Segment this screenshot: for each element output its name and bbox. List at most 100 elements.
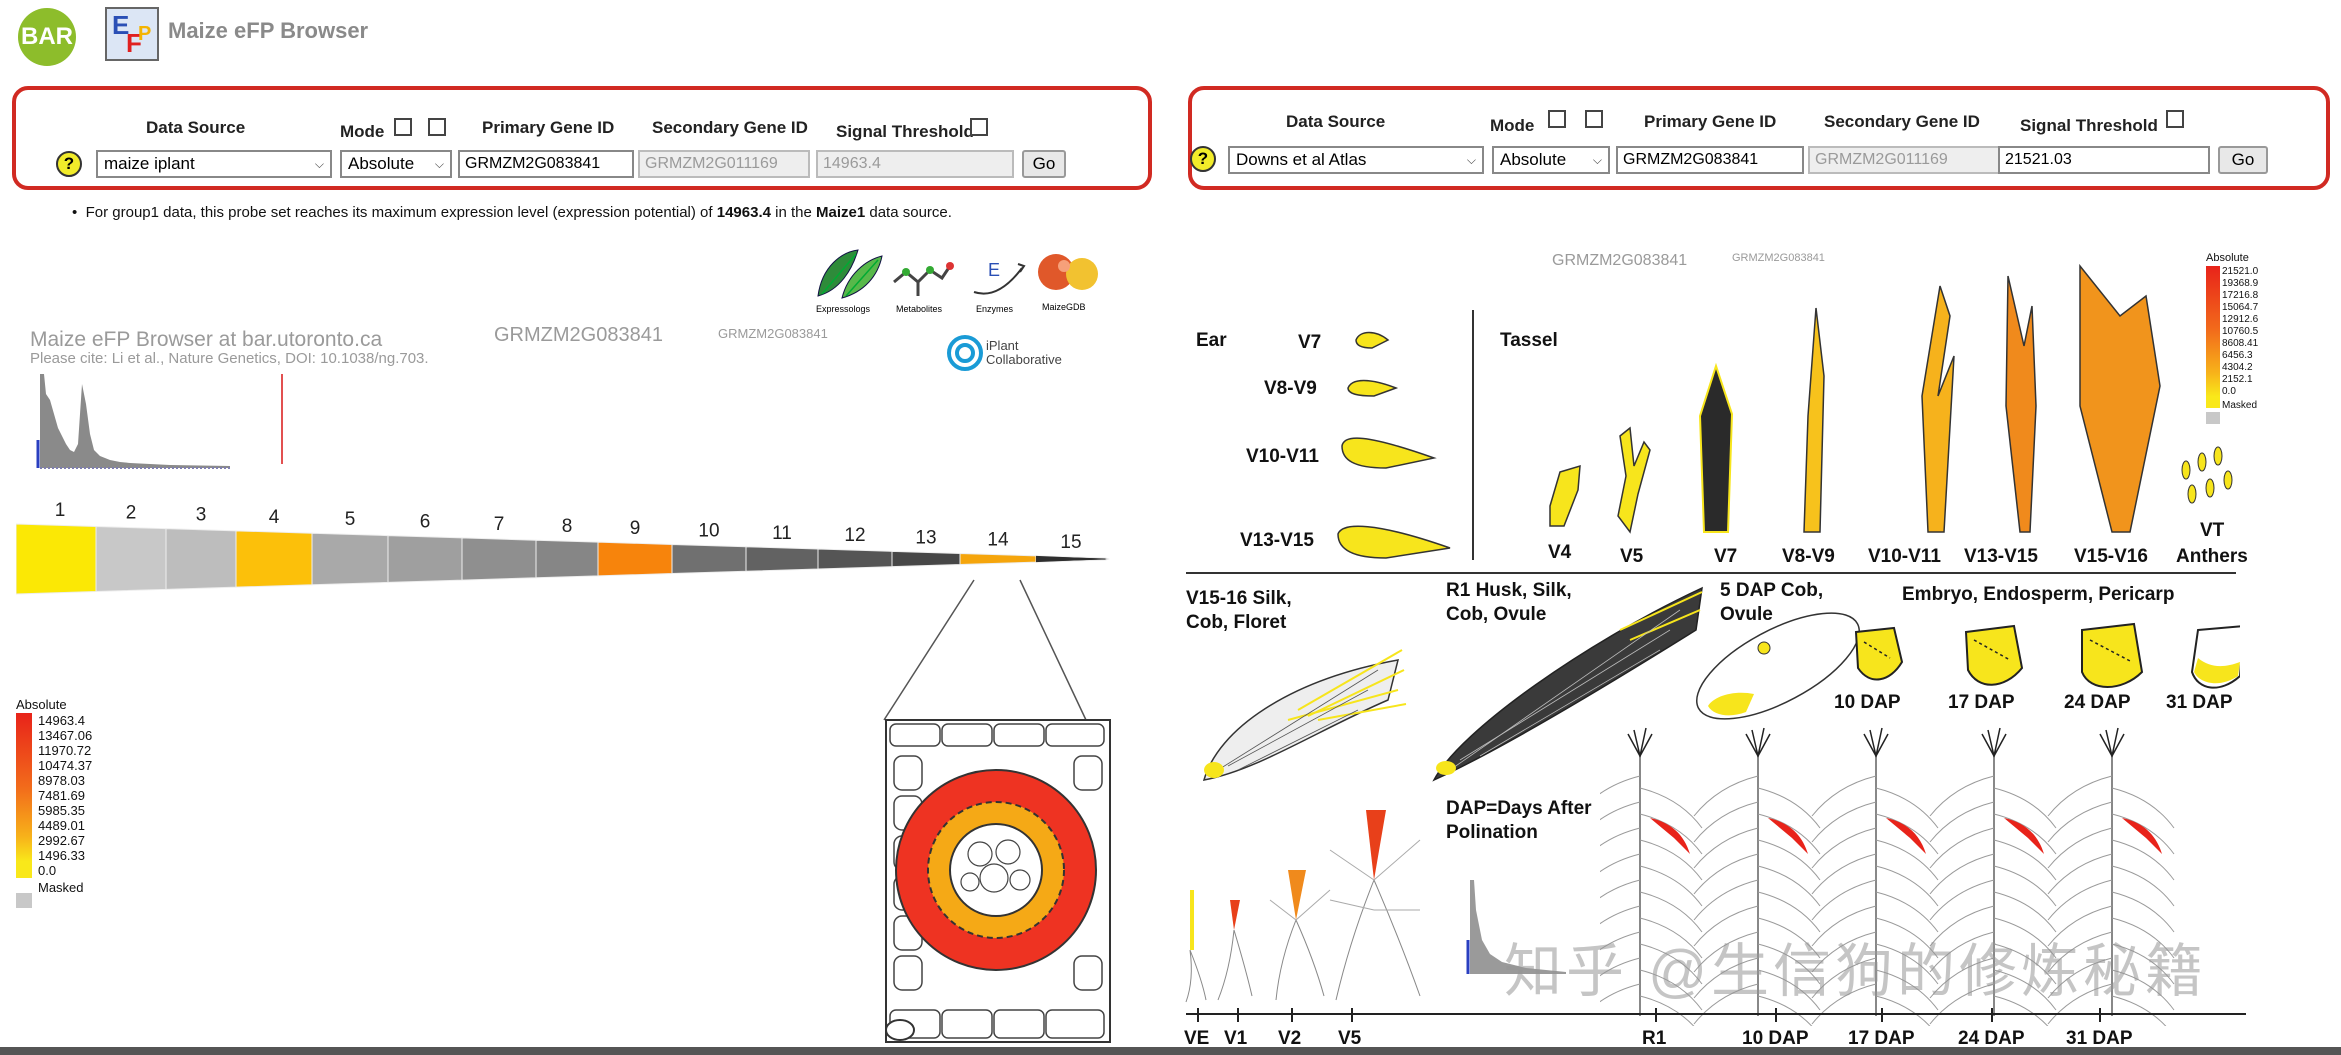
anthers-line2: Anthers bbox=[2176, 546, 2248, 567]
right-legend-title: Absolute bbox=[2206, 252, 2249, 264]
left-threshold-label: Signal Threshold bbox=[836, 122, 974, 141]
ear-tassel-divider bbox=[1472, 310, 1474, 560]
iplant-line2: Collaborative bbox=[986, 352, 1062, 367]
chevron-down-icon: ⌵ bbox=[1592, 152, 1602, 167]
leaf-segment-11[interactable] bbox=[745, 546, 819, 572]
note-value: 14963.4 bbox=[716, 204, 771, 221]
leaf-segment-4[interactable] bbox=[235, 530, 313, 588]
note-pre: For group1 data, this probe set reaches … bbox=[85, 204, 717, 221]
right-secondary-gene-input[interactable]: GRMZM2G011169 bbox=[1808, 146, 2000, 174]
watermark-text: 知乎 @生信狗的修炼秘籍 bbox=[1504, 939, 2207, 1004]
leaf-segment-5[interactable] bbox=[311, 532, 389, 586]
left-mode-checkbox-1[interactable] bbox=[394, 118, 412, 136]
tassel-organs bbox=[1549, 263, 2161, 534]
right-data-source-select[interactable]: Downs et al Atlas⌵ bbox=[1228, 146, 1484, 174]
leaf-segment-14[interactable] bbox=[959, 552, 1037, 566]
leaf-segment-8[interactable] bbox=[535, 539, 599, 579]
embryo-stage-31dap: 31 DAP bbox=[2166, 692, 2233, 713]
leaf-segment-label-7: 7 bbox=[494, 514, 505, 535]
left-data-source-select[interactable]: maize iplant⌵ bbox=[96, 150, 332, 178]
leaf-segment-1[interactable] bbox=[16, 523, 97, 595]
iplant-link[interactable]: iPlant Collaborative bbox=[946, 334, 1076, 374]
leaf-tip bbox=[1036, 555, 1110, 563]
right-primary-label: Primary Gene ID bbox=[1644, 112, 1777, 131]
svg-text:P: P bbox=[138, 23, 151, 45]
leaf-segment-7[interactable] bbox=[461, 537, 537, 581]
note-mid: in the bbox=[770, 204, 816, 221]
right-mode-checkbox-1[interactable] bbox=[1548, 110, 1566, 128]
metabolites-label: Metabolites bbox=[896, 304, 943, 314]
mature-plant bbox=[1693, 727, 1821, 1026]
leaf-segment-13[interactable] bbox=[891, 550, 961, 568]
left-go-button[interactable]: Go bbox=[1022, 150, 1066, 178]
leaf-segment-label-9: 9 bbox=[630, 518, 641, 539]
chevron-down-icon: ⌵ bbox=[434, 156, 444, 171]
leaf-segment-12[interactable] bbox=[817, 548, 893, 570]
legend-value: 1496.33 bbox=[38, 848, 85, 863]
left-mode-checkbox-2[interactable] bbox=[428, 118, 446, 136]
left-gene-subtitle: GRMZM2G083841 bbox=[718, 326, 828, 341]
leaf-segment-6[interactable] bbox=[387, 535, 463, 583]
husk-line1: R1 Husk, Silk, bbox=[1446, 580, 1572, 601]
seedlings bbox=[1185, 810, 1421, 1003]
iplant-icon bbox=[947, 335, 983, 371]
left-cite-line: Please cite: Li et al., Nature Genetics,… bbox=[30, 350, 429, 367]
left-secondary-gene-input[interactable]: GRMZM2G011169 bbox=[638, 150, 810, 178]
legend-value: 17216.8 bbox=[2222, 290, 2259, 301]
leaf-segment-label-15: 15 bbox=[1060, 532, 1081, 553]
silk-line2: Cob, Floret bbox=[1186, 612, 1287, 633]
right-mode-checkbox-2[interactable] bbox=[1585, 110, 1603, 128]
leaf-segment-label-14: 14 bbox=[987, 529, 1009, 550]
dap5-line1: 5 DAP Cob, bbox=[1720, 580, 1824, 601]
efp-logo[interactable]: E F P bbox=[104, 6, 160, 62]
app-title: Maize eFP Browser bbox=[168, 18, 369, 43]
right-expression-histogram bbox=[1466, 880, 1566, 974]
leaf-segment-2[interactable] bbox=[95, 525, 167, 593]
embryo-stage-10dap: 10 DAP bbox=[1834, 692, 1901, 713]
right-help-icon[interactable]: ? bbox=[1190, 146, 1216, 172]
leaf-segment-10[interactable] bbox=[671, 543, 747, 575]
left-data-source-label: Data Source bbox=[146, 118, 246, 137]
right-data-source-label: Data Source bbox=[1286, 112, 1386, 131]
growth-timeline bbox=[1186, 1008, 2246, 1022]
maizegdb-icon bbox=[1038, 254, 1098, 290]
left-threshold-input[interactable]: 14963.4 bbox=[816, 150, 1014, 178]
anthers-line1: VT bbox=[2200, 520, 2225, 541]
bar-logo[interactable]: BAR bbox=[18, 8, 76, 66]
right-threshold-checkbox[interactable] bbox=[2166, 110, 2184, 128]
leaf-segment-label-3: 3 bbox=[196, 505, 207, 526]
right-mode-select[interactable]: Absolute⌵ bbox=[1492, 146, 1610, 174]
ear-title: Ear bbox=[1196, 330, 1227, 351]
embryo-stage-17dap: 17 DAP bbox=[1948, 692, 2015, 713]
bottom-bar bbox=[0, 1047, 2341, 1055]
mature-plant bbox=[1811, 727, 1939, 1026]
right-go-button[interactable]: Go bbox=[2218, 146, 2268, 174]
metabolites-link[interactable]: Metabolites bbox=[890, 252, 954, 316]
left-mode-label: Mode bbox=[340, 122, 385, 141]
tassel-stage-v7: V7 bbox=[1714, 546, 1738, 567]
left-mode-value: Absolute bbox=[348, 154, 415, 173]
left-mode-select[interactable]: Absolute ⌵ bbox=[340, 150, 452, 178]
right-threshold-label: Signal Threshold bbox=[2020, 116, 2158, 135]
expressologs-link[interactable]: Expressologs bbox=[812, 246, 888, 316]
enzymes-link[interactable]: E Enzymes bbox=[968, 252, 1028, 316]
note-post: data source. bbox=[865, 204, 952, 221]
leaf-segment-9[interactable] bbox=[597, 541, 673, 577]
maizegdb-link[interactable]: MaizeGDB bbox=[1036, 248, 1106, 316]
leaf-segment-label-1: 1 bbox=[55, 500, 66, 521]
right-threshold-input[interactable]: 21521.03 bbox=[1998, 146, 2210, 174]
tassel-stage-v4: V4 bbox=[1548, 542, 1572, 563]
leaf-segment-3[interactable] bbox=[165, 528, 237, 590]
legend-value: 12912.6 bbox=[2222, 314, 2259, 325]
left-threshold-checkbox[interactable] bbox=[970, 118, 988, 136]
legend-value: 4489.01 bbox=[38, 818, 85, 833]
left-help-icon[interactable]: ? bbox=[56, 151, 82, 177]
legend-value: 13467.06 bbox=[38, 728, 93, 743]
leaf-segment-label-13: 13 bbox=[915, 527, 936, 548]
metabolites-icon bbox=[893, 262, 954, 296]
dap5-line2: Ovule bbox=[1720, 604, 1773, 625]
right-gene-title: GRMZM2G083841 bbox=[1552, 252, 1688, 269]
left-primary-gene-input[interactable]: GRMZM2G083841 bbox=[458, 150, 634, 178]
right-primary-gene-input[interactable]: GRMZM2G083841 bbox=[1616, 146, 1804, 174]
